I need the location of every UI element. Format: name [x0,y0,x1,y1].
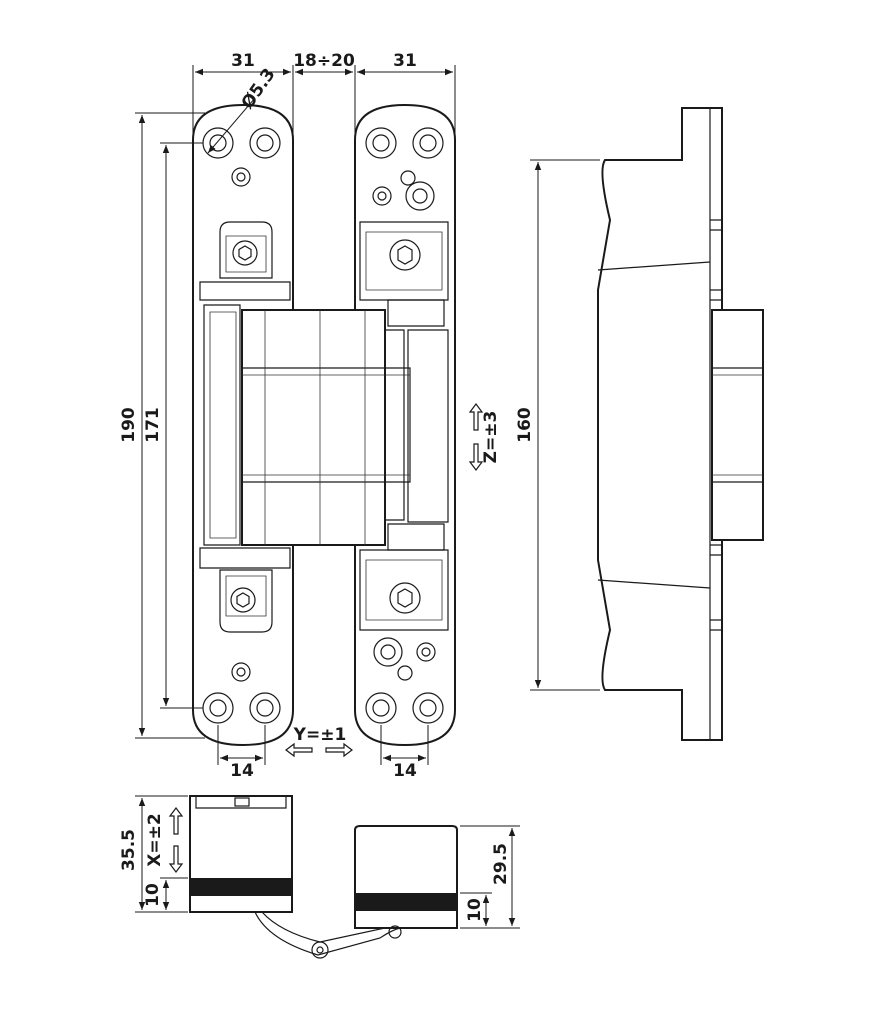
dim-hole-spacing-left: 14 [230,761,254,781]
right-hinge-leaf [354,103,456,747]
y-adjust-label: Y=±1 [293,725,347,745]
dim-height-total: 190 [119,407,139,443]
z-adjust-label: Z=±3 [481,411,501,464]
dim-base-left: 10 [143,883,163,907]
dim-base-right: 10 [465,898,485,922]
mounting-hole [249,692,281,724]
mounting-hole [202,692,234,724]
x-adjust-arrows [168,807,184,873]
mounting-hole [412,127,444,159]
mounting-hole [202,127,234,159]
y-adjust-arrows [285,742,353,758]
x-adjust-label: X=±2 [145,813,165,866]
left-hinge-leaf [192,103,294,747]
dim-width-left: 31 [231,51,255,71]
dim-gap: 18÷20 [293,51,355,71]
mounting-hole [365,127,397,159]
mounting-hole [365,692,397,724]
dimension-lines [135,65,600,929]
side-view-hinge [597,107,764,741]
mounting-hole [412,692,444,724]
dim-height-inner: 171 [143,407,163,443]
dim-hole-spacing-right: 14 [393,761,417,781]
dim-depth-left: 35.5 [119,829,139,871]
dim-depth-right: 29.5 [491,843,511,885]
mounting-hole [249,127,281,159]
dim-width-right: 31 [393,51,417,71]
z-adjust-arrows [468,403,484,471]
hinge-knuckle [241,309,411,546]
top-section-view [189,795,458,959]
dim-height-side: 160 [515,407,535,443]
